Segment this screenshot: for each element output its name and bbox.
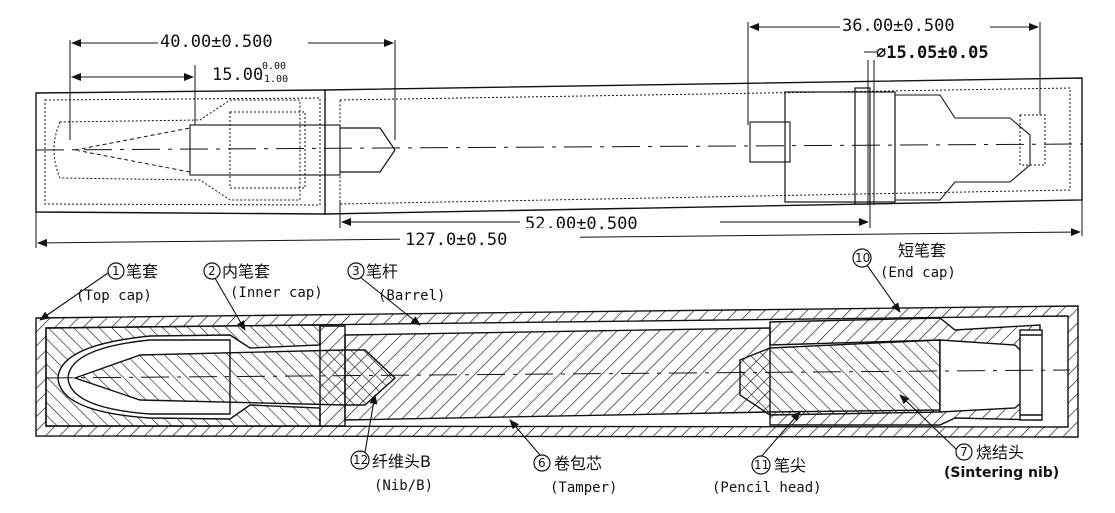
svg-text:3: 3 (352, 264, 360, 278)
part-6-cn: 卷包芯 (554, 454, 602, 473)
part-label-7: 7 烧结头 (Sintering nib) (944, 443, 1059, 481)
dim-diameter: ⌀15.05±0.05 (876, 43, 989, 63)
part-3-en: (Barrel) (378, 288, 445, 304)
part-10-cn: 短笔套 (898, 241, 946, 260)
svg-text:2: 2 (208, 264, 216, 278)
svg-text:6: 6 (538, 456, 546, 470)
top-view-outline (35, 77, 1083, 215)
centerline-section (44, 369, 1071, 379)
part-11-cn: 笔尖 (774, 456, 806, 475)
tamper-core (344, 327, 771, 421)
dim-15-tol-lower: -1.00 (258, 74, 288, 85)
part-7-cn: 烧结头 (976, 443, 1024, 462)
part-label-6: 6 卷包芯 (Tamper) (533, 454, 617, 496)
dim-15: 15.00 (212, 65, 263, 85)
svg-text:10: 10 (855, 251, 870, 265)
part-6-en: (Tamper) (550, 480, 617, 496)
pencil-head (739, 339, 941, 416)
part-12-en: (Nib/B) (374, 478, 433, 494)
part-label-3: 3 笔杆 (Barrel) (347, 262, 445, 304)
part-label-10: 10 短笔套 (End cap) (852, 241, 956, 281)
part-2-en: (Inner cap) (230, 285, 323, 301)
dim-15-tol-upper: 0.00 (262, 61, 286, 72)
section-view (35, 305, 1079, 438)
part-label-12: 12 纤维头B (Nib/B) (350, 450, 433, 494)
top-view (35, 77, 1083, 215)
nib-cone (74, 127, 191, 173)
part-12-cn: 纤维头B (372, 452, 431, 471)
dim-40: 40.00±0.500 (160, 32, 273, 52)
svg-text:1: 1 (112, 264, 120, 278)
part-1-cn: 笔套 (126, 262, 158, 281)
sintering-nib (939, 339, 1031, 413)
part-11-en: (Pencil head) (712, 480, 822, 496)
svg-text:12: 12 (353, 453, 368, 467)
part-3-cn: 笔杆 (366, 262, 398, 281)
svg-text:7: 7 (960, 445, 968, 459)
dim-36: 36.00±0.500 (842, 16, 955, 36)
part-label-1: 1 笔套 (Top cap) (76, 262, 158, 304)
part-10-en: (End cap) (880, 265, 956, 281)
part-7-en: (Sintering nib) (944, 465, 1059, 481)
svg-text:11: 11 (754, 458, 769, 472)
dim-127: 127.0±0.50 (405, 230, 507, 250)
dimension-texts: 40.00±0.500 15.00 0.00 -1.00 36.00±0.500… (158, 14, 990, 250)
part-2-cn: 内笔套 (222, 262, 270, 281)
top-cap-inner-contour (44, 97, 321, 206)
part-label-2: 2 内笔套 (Inner cap) (203, 262, 323, 301)
part-label-11: 11 笔尖 (Pencil head) (712, 455, 822, 496)
leader-lines (39, 257, 959, 459)
part-1-en: (Top cap) (76, 288, 152, 304)
centerline-top (35, 143, 1083, 151)
